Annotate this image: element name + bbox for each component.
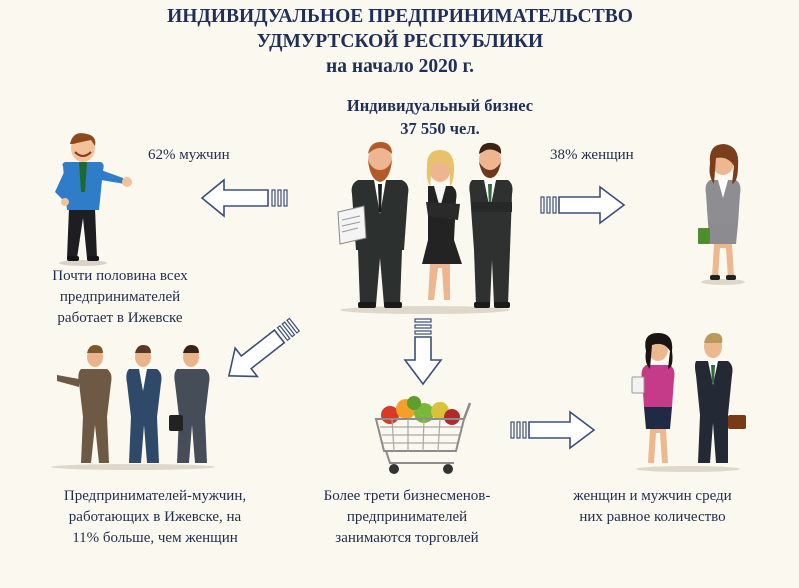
- three-businessmen-icon: [51, 345, 215, 470]
- fact-equal-line: женщин и мужчин среди: [573, 488, 732, 504]
- arrow-down-left-icon: [227, 317, 301, 378]
- fact-trade-line: предпринимателей: [346, 509, 468, 525]
- fact-trade-line: Более трети бизнесменов-: [323, 488, 491, 504]
- shopping-cart-icon: [374, 396, 472, 474]
- fact-izhevsk-half-line: предпринимателей: [59, 289, 181, 305]
- fact-equal-line: них равное количество: [579, 509, 726, 525]
- businessman-presenting-icon: [55, 133, 132, 266]
- business-team-icon: [337, 142, 513, 314]
- center-label-text: Индивидуальный бизнес: [346, 96, 534, 115]
- fact-izhevsk-half-line: Почти половина всех: [52, 268, 188, 284]
- arrow-right-2-icon: [510, 410, 596, 450]
- title-line-1: ИНДИВИДУАЛЬНОЕ ПРЕДПРИНИМАТЕЛЬСТВО: [167, 6, 633, 27]
- fact-izhevsk-half: Почти половина всех предпринимателей раб…: [10, 266, 230, 329]
- title-line-2: УДМУРТСКОЙ РЕСПУБЛИКИ: [256, 31, 544, 52]
- fact-men-more: Предпринимателей-мужчин, работающих в Иж…: [10, 486, 300, 549]
- fact-equal: женщин и мужчин среди них равное количес…: [540, 486, 765, 528]
- business-couple-icon: [631, 333, 746, 472]
- arrow-down-icon: [403, 318, 443, 386]
- fact-trade: Более трети бизнесменов- предпринимателе…: [292, 486, 522, 549]
- arrow-right-icon: [540, 185, 626, 225]
- arrow-left-icon: [200, 178, 288, 218]
- center-value: 37 550 чел.: [400, 119, 480, 138]
- fact-izhevsk-half-line: работает в Ижевске: [57, 310, 183, 326]
- fact-men-more-line: Предпринимателей-мужчин,: [63, 488, 247, 504]
- page-title: ИНДИВИДУАЛЬНОЕ ПРЕДПРИНИМАТЕЛЬСТВО УДМУР…: [80, 4, 720, 79]
- men-share: 62% мужчин: [148, 147, 230, 163]
- fact-men-more-line: 11% больше, чем женщин: [72, 530, 238, 546]
- businesswoman-icon: [698, 144, 745, 285]
- women-share: 38% женщин: [550, 147, 634, 163]
- center-label: Индивидуальный бизнес 37 550 чел.: [240, 94, 640, 140]
- fact-men-more-line: работающих в Ижевске, на: [68, 509, 242, 525]
- fact-trade-line: занимаются торговлей: [335, 530, 479, 546]
- title-line-3: на начало 2020 г.: [326, 56, 474, 77]
